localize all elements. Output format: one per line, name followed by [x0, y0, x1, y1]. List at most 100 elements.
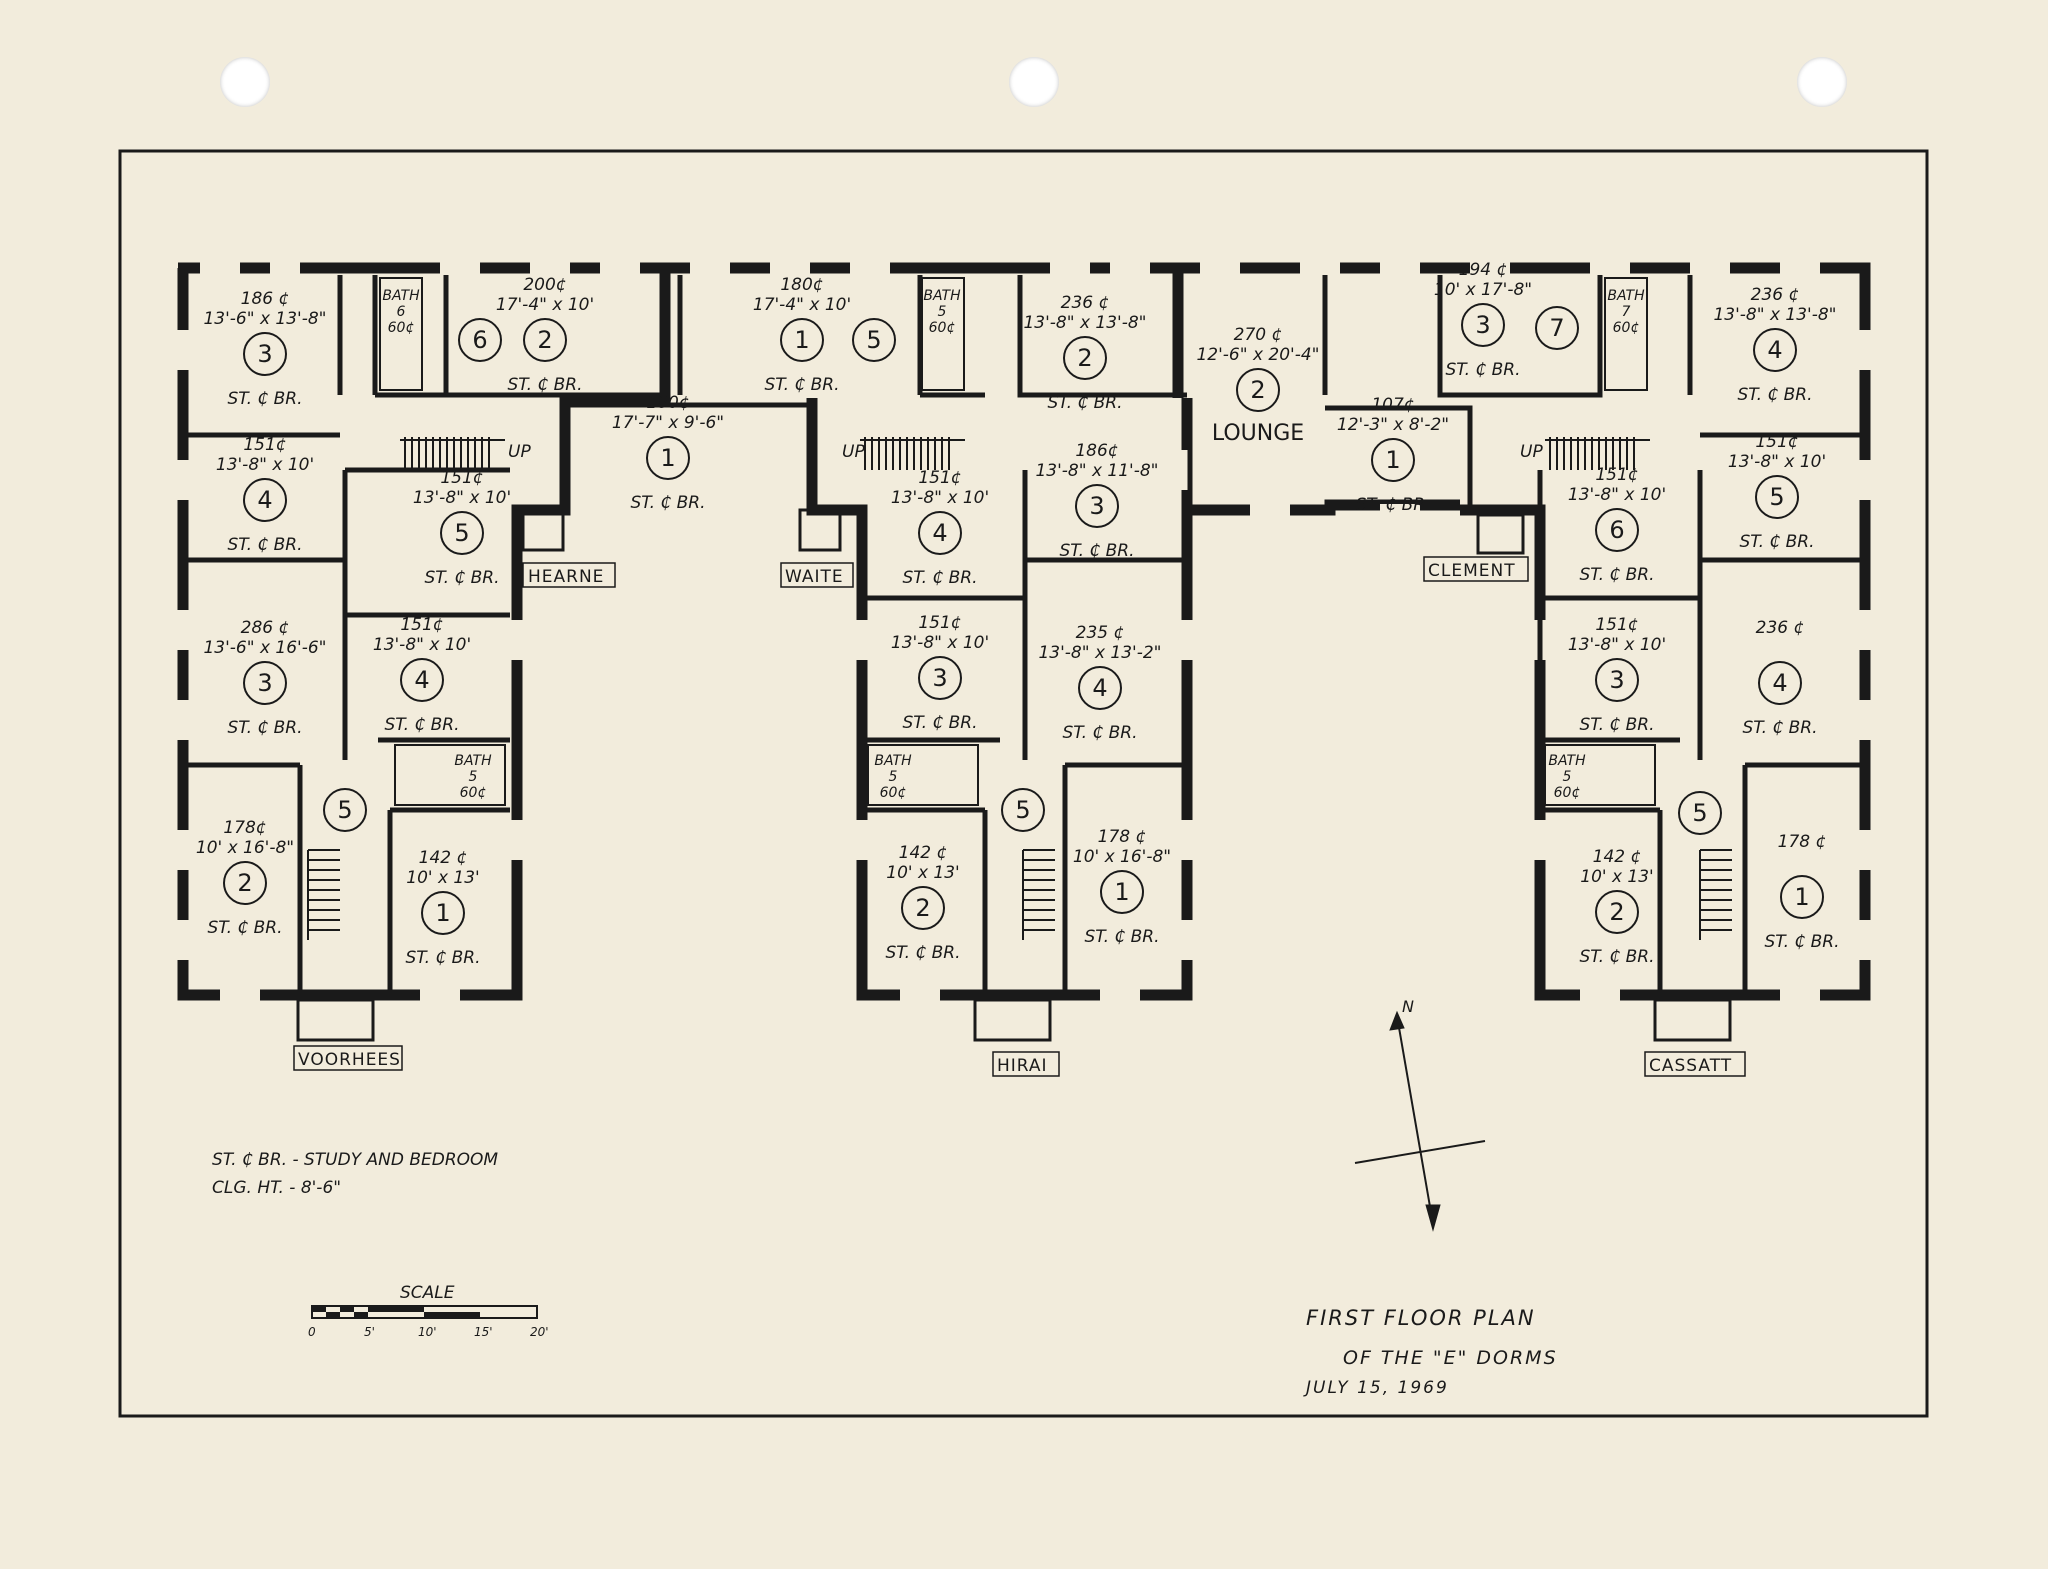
room-number: 2: [1609, 898, 1624, 926]
room-dimensions: 17'-4" x 10': [496, 295, 594, 315]
bath-fixtures: [379, 277, 1656, 806]
room-area: 142 ¢: [419, 848, 468, 868]
room-dimensions: 13'-8" x 10': [1568, 635, 1666, 655]
bath-num: 5: [469, 769, 478, 785]
north-label: N: [1402, 997, 1414, 1016]
room-dimensions: 13'-8" x 13'-8": [1023, 313, 1146, 333]
punch-hole: [220, 57, 270, 107]
room-number: 4: [932, 519, 947, 547]
room-area: 151¢: [1755, 432, 1798, 452]
room-use-label: ST. ₵ BR.: [902, 713, 977, 733]
room-use-label: ST. ₵ BR.: [424, 568, 499, 588]
room-number: 3: [1475, 311, 1490, 339]
room-number: 4: [414, 666, 429, 694]
entrance-label-hearne: HEARNE: [528, 567, 604, 587]
room-area: 236 ¢: [1756, 618, 1805, 638]
room-number: 5: [1769, 483, 1784, 511]
room-number: 5: [1692, 799, 1707, 827]
legend-line-2: CLG. HT. - 8'-6": [212, 1178, 341, 1198]
room-area: 286 ¢: [241, 618, 290, 638]
room-area: 235 ¢: [1076, 623, 1125, 643]
room-number-circle: [1753, 328, 1797, 372]
legend-line-1: ST. ₵ BR. - STUDY AND BEDROOM: [212, 1150, 498, 1170]
bath-area: 60¢: [460, 785, 487, 801]
room-number-circle: [1001, 788, 1045, 832]
room-use-label: ST. ₵ BR.: [207, 918, 282, 938]
room-area: 151¢: [440, 468, 483, 488]
room-number-circle: [918, 511, 962, 555]
room-number-circle: [243, 332, 287, 376]
room-number: 1: [1114, 878, 1129, 906]
room-dimensions: 13'-6" x 16'-6": [203, 638, 326, 658]
room-dimensions: 10' x 16'-8": [196, 838, 294, 858]
room-area: 180¢: [780, 275, 823, 295]
room-number: 6: [472, 326, 487, 354]
stair-up-label: UP: [1520, 442, 1543, 462]
scale-label: SCALE: [400, 1283, 455, 1303]
room-dimensions: 13'-8" x 10': [891, 633, 989, 653]
room-use-label: ST. ₵ BR.: [1579, 565, 1654, 585]
scale-tick-20: 20': [530, 1325, 549, 1339]
room-use-label: ST. ₵ BR.: [1059, 541, 1134, 561]
room-area: 186 ¢: [241, 289, 290, 309]
room-use-label: ST. ₵ BR.: [1579, 947, 1654, 967]
room-use-label: ST. ₵ BR.: [1062, 723, 1137, 743]
room-dimensions: 13'-8" x 13'-2": [1038, 643, 1161, 663]
room-number-circle: [1371, 438, 1415, 482]
room-number-circle: [1595, 658, 1639, 702]
bath-area: 60¢: [929, 320, 956, 336]
room-use-label: ST. ₵ BR.: [1764, 932, 1839, 952]
room-use-label: ST. ₵ BR.: [1579, 715, 1654, 735]
room-area: 270 ¢: [1234, 325, 1283, 345]
bath-name: BATH: [454, 753, 492, 769]
room-dimensions: 13'-8" x 10': [1728, 452, 1826, 472]
bath-area: 60¢: [388, 320, 415, 336]
room-number-circle: [1075, 484, 1119, 528]
entrance-label-cassatt: CASSATT: [1649, 1056, 1732, 1076]
punch-hole: [1009, 57, 1059, 107]
room-number: 3: [1089, 492, 1104, 520]
room-number: 2: [915, 894, 930, 922]
room-number: 5: [866, 326, 881, 354]
room-use-label: ST. ₵ BR.: [885, 943, 960, 963]
room-number: 4: [257, 486, 272, 514]
bath-name: BATH: [874, 753, 912, 769]
room-area: 236 ¢: [1061, 293, 1110, 313]
room-use-label: ST. ₵ BR.: [1445, 360, 1520, 380]
stairs: [307, 437, 1732, 940]
room-area: 200¢: [523, 275, 566, 295]
drawing-border: [118, 149, 1929, 1418]
room-number: 2: [1250, 376, 1265, 404]
room-use-label: LOUNGE: [1212, 421, 1304, 446]
room-area: 178 ¢: [1778, 832, 1827, 852]
room-number: 5: [1015, 796, 1030, 824]
scale-tick-5: 5': [364, 1325, 375, 1339]
room-number: 2: [537, 326, 552, 354]
room-number: 4: [1772, 669, 1787, 697]
room-area: 151¢: [918, 613, 961, 633]
room-number-circle: [1780, 875, 1824, 919]
room-use-label: ST. ₵ BR.: [1739, 532, 1814, 552]
room-dimensions: 10' x 16'-8": [1073, 847, 1171, 867]
bath-name: BATH: [1548, 753, 1586, 769]
room-number-circle: [243, 661, 287, 705]
scale-tick-10: 10': [418, 1325, 437, 1339]
room-number-circle: [1755, 475, 1799, 519]
room-number: 1: [660, 444, 675, 472]
room-dimensions: 17'-7" x 9'-6": [612, 413, 724, 433]
room-dimensions: 13'-8" x 10': [216, 455, 314, 475]
room-number: 4: [1092, 674, 1107, 702]
room-number-circle: [852, 318, 896, 362]
room-dimensions: 10' x 13': [1580, 867, 1653, 887]
scale-bar: SCALE 0 5' 10' 15' 20': [308, 1283, 549, 1339]
bath-area: 60¢: [1554, 785, 1581, 801]
room-use-label: ST. ₵ BR.: [1737, 385, 1812, 405]
room-use-label: ST. ₵ BR.: [902, 568, 977, 588]
room-number-circle: [421, 891, 465, 935]
room-number-circle: [323, 788, 367, 832]
bath-area: 60¢: [880, 785, 907, 801]
room-number: 5: [337, 796, 352, 824]
room-area: 142 ¢: [899, 843, 948, 863]
room-area: 151¢: [1595, 465, 1638, 485]
